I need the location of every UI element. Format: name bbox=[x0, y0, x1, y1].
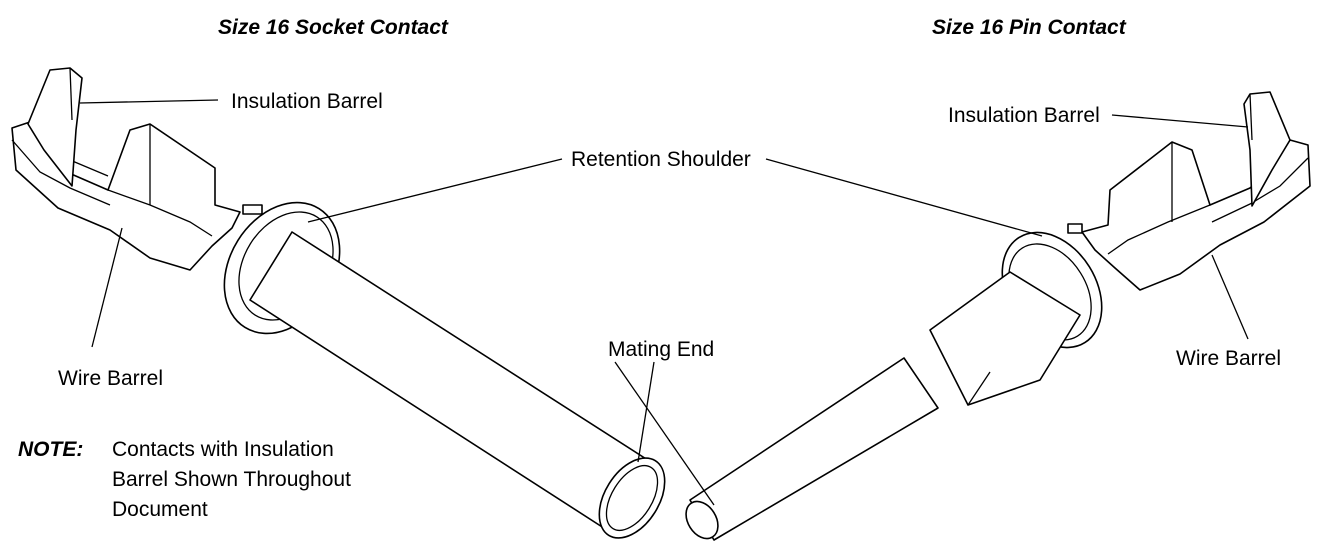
leader-mating-end-socket bbox=[637, 361, 655, 463]
leader-retention-shoulder-pin bbox=[765, 158, 1043, 237]
note-line-2: Barrel Shown Throughout bbox=[112, 468, 351, 491]
leader-socket-wire-barrel bbox=[91, 227, 123, 348]
socket-contact-drawing bbox=[11, 67, 666, 539]
leader-lines bbox=[79, 99, 1249, 506]
leader-pin-insulation-barrel bbox=[1111, 114, 1249, 128]
note-line-1: Contacts with Insulation bbox=[112, 438, 334, 461]
pin-contact-drawing bbox=[685, 91, 1311, 541]
pin-wire-barrel-label: Wire Barrel bbox=[1176, 347, 1281, 370]
leader-pin-wire-barrel bbox=[1211, 254, 1249, 340]
leader-socket-insulation-barrel bbox=[79, 99, 219, 104]
mating-end-label: Mating End bbox=[608, 338, 714, 361]
pin-insulation-barrel-label: Insulation Barrel bbox=[948, 104, 1100, 127]
socket-insulation-barrel-label: Insulation Barrel bbox=[231, 90, 383, 113]
note-line-3: Document bbox=[112, 498, 208, 521]
leader-retention-shoulder-socket bbox=[307, 158, 563, 223]
pin-title: Size 16 Pin Contact bbox=[932, 16, 1127, 39]
retention-shoulder-label: Retention Shoulder bbox=[571, 148, 751, 171]
socket-wire-barrel-label: Wire Barrel bbox=[58, 367, 163, 390]
socket-title: Size 16 Socket Contact bbox=[218, 16, 449, 39]
leader-mating-end-pin bbox=[614, 361, 715, 506]
note-label: NOTE: bbox=[18, 438, 83, 461]
